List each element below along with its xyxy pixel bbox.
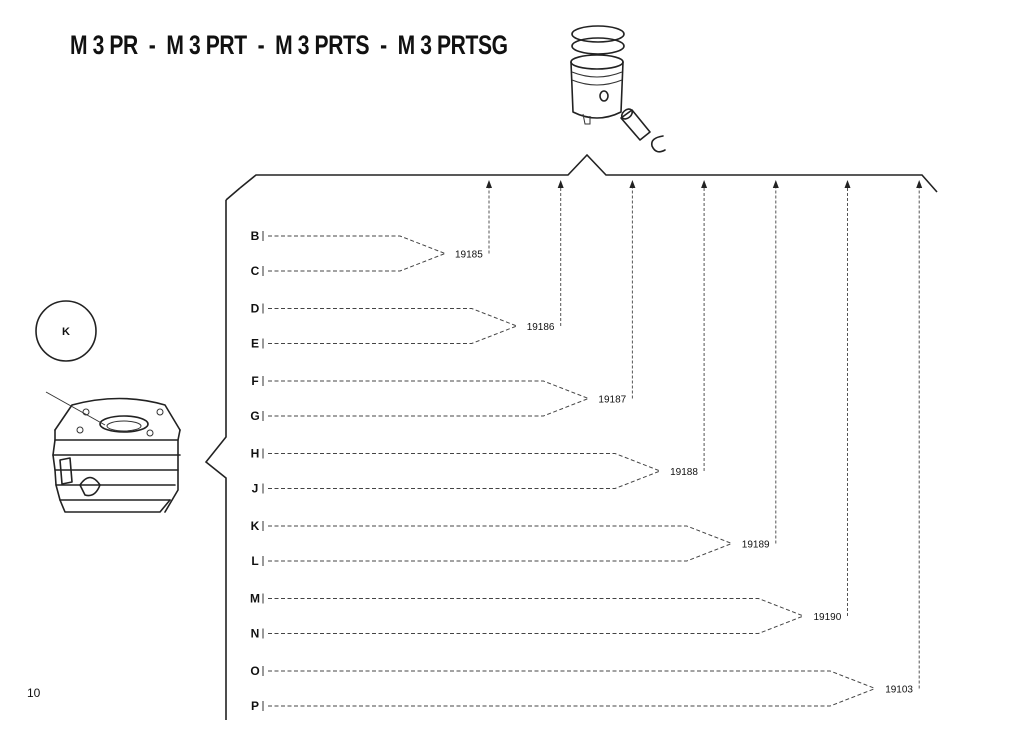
arrow-up-icon: [844, 180, 851, 188]
part-code: 19103: [885, 685, 913, 696]
page-number: 10: [27, 686, 41, 700]
leader-line: [268, 398, 589, 417]
cylinder-icon: [45, 391, 181, 513]
arrow-up-icon: [772, 180, 779, 188]
row-letter: L: [251, 554, 258, 568]
arrow-up-icon: [916, 180, 923, 188]
part-code: 19190: [814, 612, 842, 623]
row-letter: G: [250, 409, 259, 423]
part-code: 19187: [598, 395, 626, 406]
row-letter: C: [251, 264, 260, 278]
row-letter: J: [252, 482, 259, 496]
row-letter: N: [251, 627, 260, 641]
leader-line: [268, 670, 876, 689]
part-group: K L 19189: [251, 180, 779, 568]
part-code: 19186: [527, 322, 555, 333]
arrow-up-icon: [557, 180, 564, 188]
row-letter: P: [251, 699, 259, 713]
leader-line: [268, 308, 517, 327]
row-letter: E: [251, 337, 259, 351]
arrow-up-icon: [486, 180, 492, 188]
row-letter: F: [251, 374, 258, 388]
row-letter: K: [251, 519, 260, 533]
leader-line: [268, 598, 804, 617]
leader-line: [268, 470, 661, 489]
arrow-up-icon: [629, 180, 636, 188]
detail-callout: K: [35, 300, 97, 362]
part-code: 19185: [455, 250, 483, 261]
row-letter: M: [250, 592, 260, 606]
arrow-up-icon: [701, 180, 708, 188]
page-title: M 3 PR - M 3 PRT - M 3 PRTS - M 3 PRTSG: [70, 30, 508, 60]
part-code: 19188: [670, 467, 698, 478]
part-group: D E 19186: [251, 180, 564, 351]
row-letter: D: [251, 302, 260, 316]
bracket-frame: [204, 153, 938, 720]
part-group: M N 19190: [250, 180, 851, 641]
part-code: 19189: [742, 540, 770, 551]
part-group: F G 19187: [250, 180, 636, 423]
leader-line: [268, 453, 661, 472]
leader-line: [268, 525, 732, 544]
leader-line: [268, 253, 446, 272]
piston-icon: [570, 25, 666, 153]
part-group: B C 19185: [251, 180, 492, 278]
callout-letter: K: [62, 326, 70, 338]
row-letter: H: [251, 447, 260, 461]
part-group: O P 19103: [250, 180, 923, 713]
leader-line: [268, 325, 517, 344]
leader-line: [268, 543, 732, 562]
leader-line: [268, 615, 804, 634]
row-letter: B: [251, 229, 260, 243]
leader-line: [268, 380, 589, 399]
leader-line: [268, 688, 876, 707]
row-letter: O: [250, 664, 259, 678]
part-group: H J 19188: [251, 180, 708, 496]
leader-line: [268, 235, 446, 254]
